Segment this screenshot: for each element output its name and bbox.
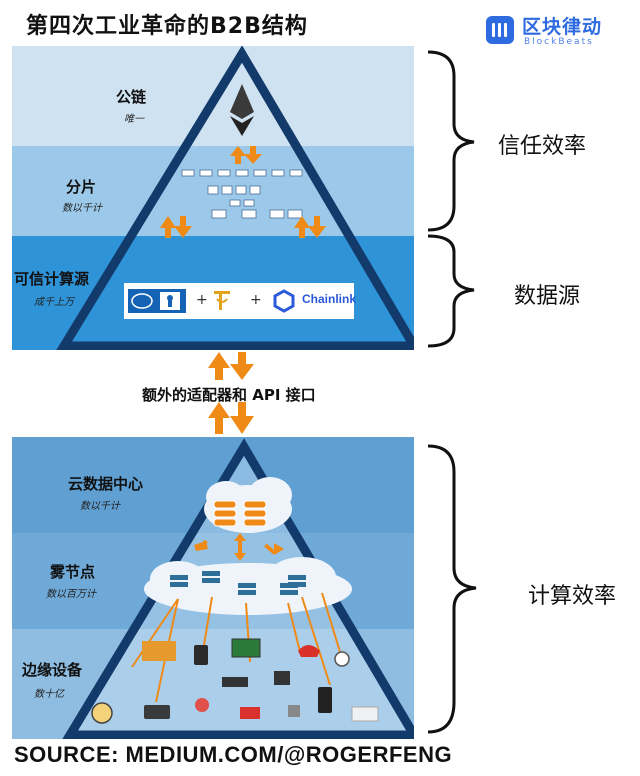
cloud-datacenter-icon	[204, 477, 292, 533]
fog-nodes-icon	[144, 557, 352, 615]
adapter-api-label: 额外的适配器和 API 接口	[142, 386, 316, 404]
shard-arrows-left-icon	[160, 216, 192, 238]
source-credit: SOURCE: MEDIUM.COM/@ROGERFENG	[14, 742, 453, 767]
ethereum-icon	[230, 84, 254, 136]
bottom-brace	[427, 444, 477, 734]
logo-text: 区块律动	[522, 16, 603, 38]
level-label-public-chain: 公链	[116, 88, 147, 106]
arrow-down-icon	[230, 402, 254, 434]
edge-devices-icon	[91, 638, 379, 724]
label-data-source: 数据源	[514, 284, 581, 309]
level-label-trusted-compute: 可信计算源	[14, 270, 90, 288]
top-braces	[427, 50, 475, 348]
plus-sign-2: +	[250, 292, 262, 308]
arrow-up-icon	[208, 352, 230, 380]
level-sub-trusted-compute: 成千上万	[34, 297, 74, 308]
eth-arrows-icon	[230, 146, 262, 164]
shard-network-icon	[181, 169, 303, 219]
level-sub-fog-nodes: 数以百万计	[46, 589, 96, 600]
level-label-shards: 分片	[66, 178, 97, 196]
blockbeats-logo: 区块律动 BlockBeats	[486, 12, 632, 52]
town-crier-icon	[214, 291, 230, 310]
edge-links-icon	[131, 592, 345, 703]
chainlink-icon	[273, 289, 295, 313]
label-compute-efficiency: 计算效率	[528, 584, 617, 609]
label-trust-efficiency: 信任效率	[498, 134, 587, 159]
intel-sgx-icon	[128, 289, 186, 313]
cloud-fog-arrows-icon	[194, 533, 284, 561]
level-sub-edge-devices: 数十亿	[34, 689, 64, 700]
level-sub-shards: 数以千计	[62, 203, 102, 214]
plus-sign-1: +	[196, 292, 208, 308]
level-sub-public-chain: 唯一	[124, 114, 144, 125]
arrow-down-icon	[230, 352, 254, 380]
logo-subtext: BlockBeats	[524, 37, 594, 47]
chainlink-label: Chainlink	[302, 292, 357, 306]
level-label-cloud-datacenter: 云数据中心	[68, 475, 144, 493]
level-label-fog-nodes: 雾节点	[50, 563, 96, 581]
bottom-pyramid-panel: 云数据中心 数以千计 雾节点 数以百万计 边缘设备 数十亿	[12, 437, 414, 739]
level-label-edge-devices: 边缘设备	[22, 661, 83, 679]
diagram-title: 第四次工业革命的B2B结构	[26, 14, 308, 39]
level-sub-cloud-datacenter: 数以千计	[80, 501, 120, 512]
logo-icon	[486, 16, 514, 44]
arrow-up-icon	[208, 402, 230, 434]
middle-arrows	[208, 352, 254, 434]
shard-arrows-right-icon	[294, 216, 326, 238]
partner-logos-strip: + + Chainlink	[124, 283, 357, 319]
